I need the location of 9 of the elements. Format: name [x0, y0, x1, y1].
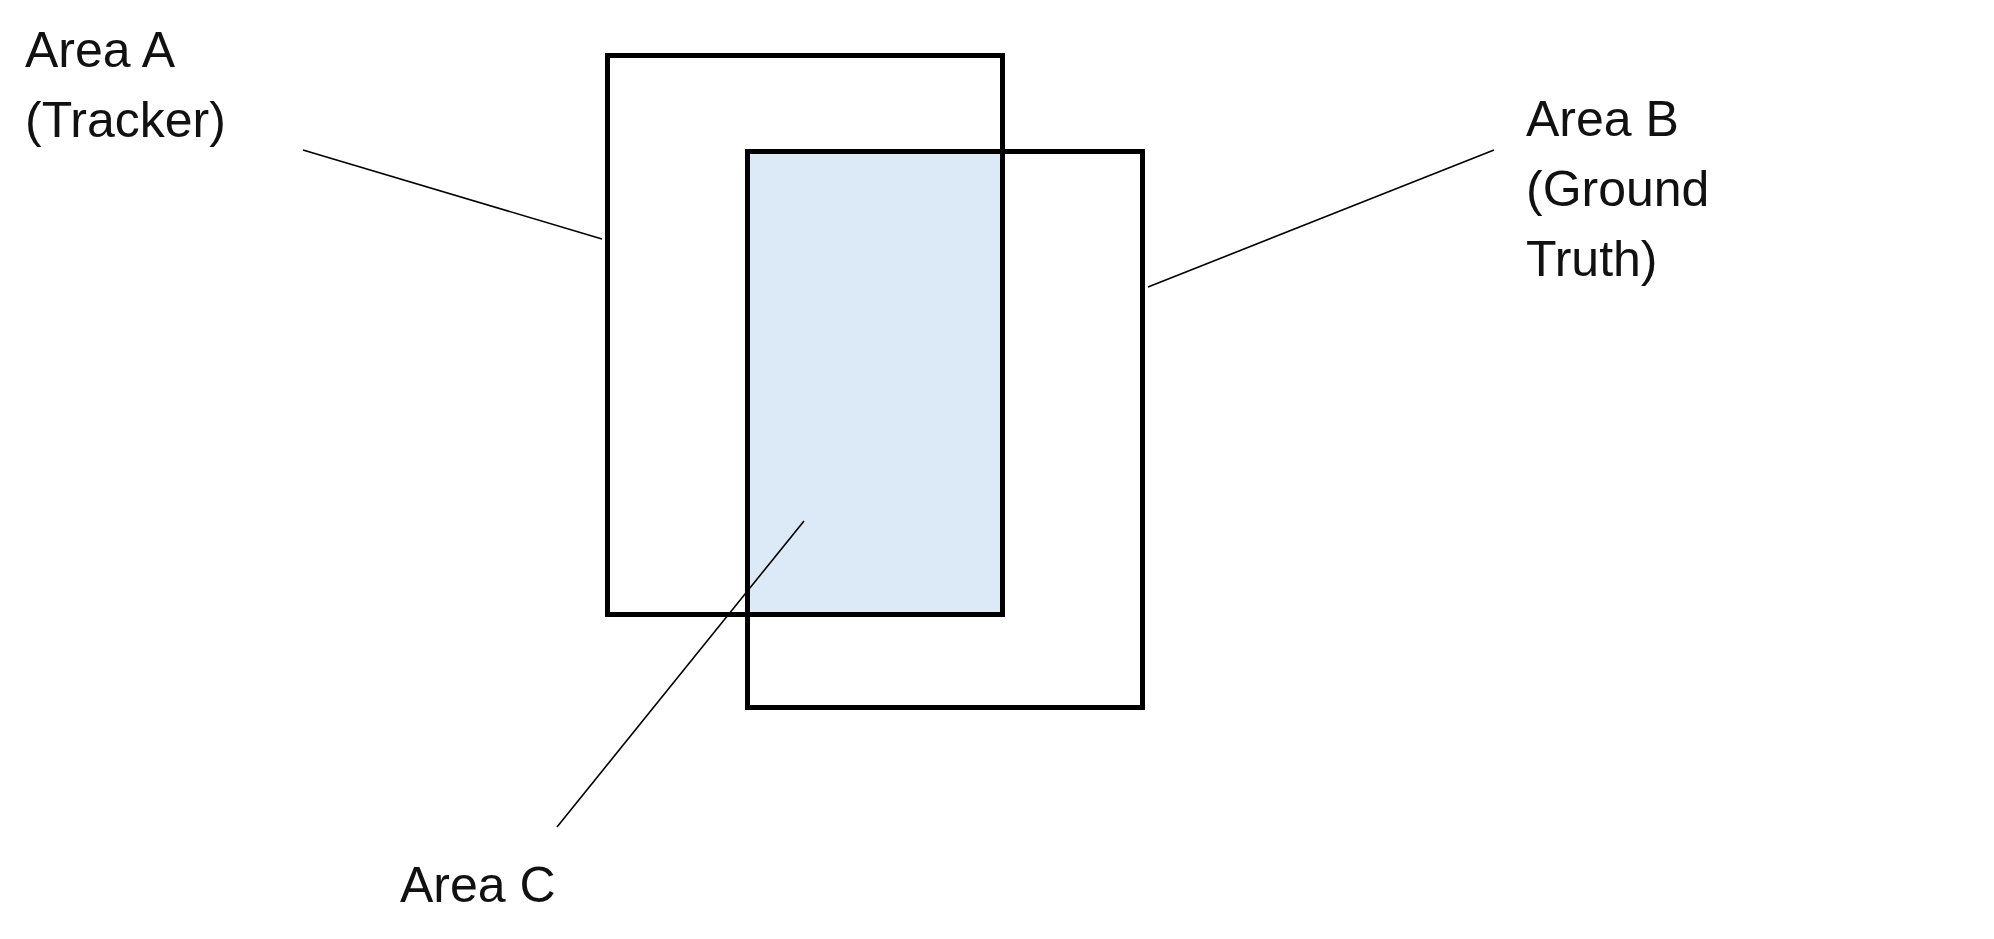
overlap-region	[747, 151, 1003, 615]
leader-line	[556, 520, 805, 828]
area-label: Area C	[400, 850, 660, 920]
area-label: Area A (Tracker)	[25, 15, 275, 155]
bounding-box	[605, 53, 1005, 617]
area-label: Area B (Ground Truth)	[1526, 84, 1826, 294]
leader-line	[1147, 149, 1495, 288]
bounding-box	[745, 149, 1145, 710]
leader-line	[302, 149, 603, 240]
